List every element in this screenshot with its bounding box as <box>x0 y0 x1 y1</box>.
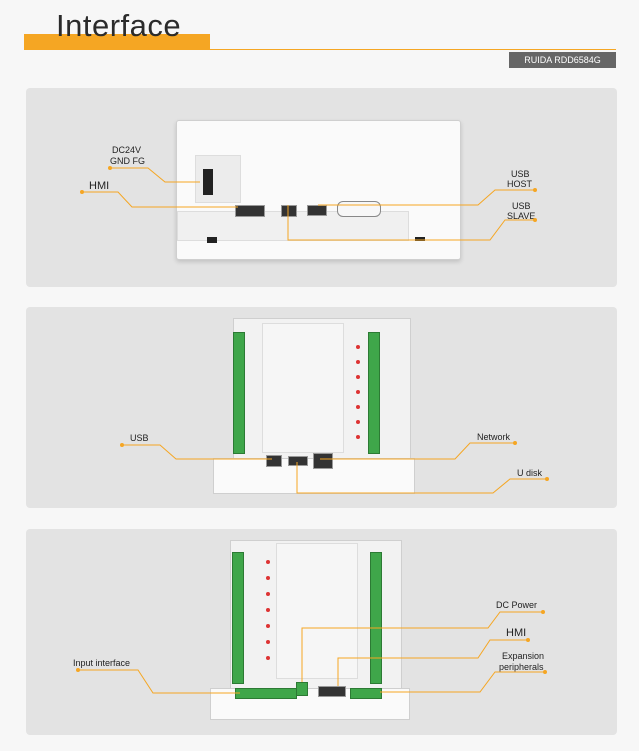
power-connector <box>203 169 213 195</box>
led <box>356 375 360 379</box>
leader-dc-power <box>301 611 543 682</box>
leader-usb <box>122 444 272 460</box>
label-sticker <box>262 323 344 453</box>
label-usb: USB <box>130 433 149 443</box>
terminal-left <box>233 332 245 454</box>
page-title: Interface <box>56 8 182 43</box>
led <box>266 640 270 644</box>
expansion-terminal <box>350 688 382 699</box>
network-port <box>313 453 333 469</box>
led <box>356 405 360 409</box>
label-hmi: HMI <box>89 180 110 192</box>
leader-input <box>78 669 240 694</box>
label-gnd-fg: GND FG <box>110 156 145 166</box>
label-dc24v: DC24V <box>112 145 142 155</box>
led <box>356 435 360 439</box>
leader-dc <box>110 167 200 183</box>
terminal-right <box>370 552 382 684</box>
label-hmi-bottom: HMI <box>506 627 527 639</box>
usb-host-port <box>307 205 327 216</box>
led <box>266 576 270 580</box>
label-expansion-2: peripherals <box>499 662 544 672</box>
leader-udisk <box>296 462 547 494</box>
led <box>266 656 270 660</box>
dc-power-terminal <box>296 682 308 696</box>
mount-slot-left <box>207 237 217 243</box>
led <box>356 360 360 364</box>
label-input-interface: Input interface <box>73 658 131 668</box>
usb-b-port <box>266 455 282 467</box>
label-usb-host-2: HOST <box>507 179 533 189</box>
leader-usb-host <box>318 189 535 206</box>
leader-hmi-bottom <box>337 639 528 686</box>
label-dc-power: DC Power <box>496 600 538 610</box>
leader-network <box>320 442 515 460</box>
label-usb-slave-2: SLAVE <box>507 211 536 221</box>
led <box>356 390 360 394</box>
label-network: Network <box>477 432 511 442</box>
led <box>266 624 270 628</box>
terminal-left <box>232 552 244 684</box>
leader-hmi <box>82 191 238 208</box>
controller-board-top <box>233 318 411 460</box>
usb-slave-port <box>281 205 297 217</box>
hmi-port <box>235 205 265 217</box>
led <box>356 420 360 424</box>
udisk-port <box>288 456 308 466</box>
label-usb-host-1: USB <box>511 169 530 179</box>
led <box>266 560 270 564</box>
label-expansion-1: Expansion <box>502 651 545 661</box>
led <box>356 345 360 349</box>
led <box>266 608 270 612</box>
leader-usb-slave <box>287 205 535 241</box>
label-usb-slave-1: USB <box>512 201 531 211</box>
title-underline <box>210 49 616 50</box>
model-badge: RUIDA RDD6584G <box>509 52 616 68</box>
label-sticker <box>276 543 358 679</box>
terminal-right <box>368 332 380 454</box>
title-accent-bar <box>24 34 210 50</box>
label-udisk: U disk <box>517 468 543 478</box>
mount-slot-right <box>415 237 425 241</box>
led <box>266 592 270 596</box>
power-block <box>195 155 241 203</box>
leader-expansion <box>380 671 545 693</box>
hmi-connector <box>318 686 346 697</box>
